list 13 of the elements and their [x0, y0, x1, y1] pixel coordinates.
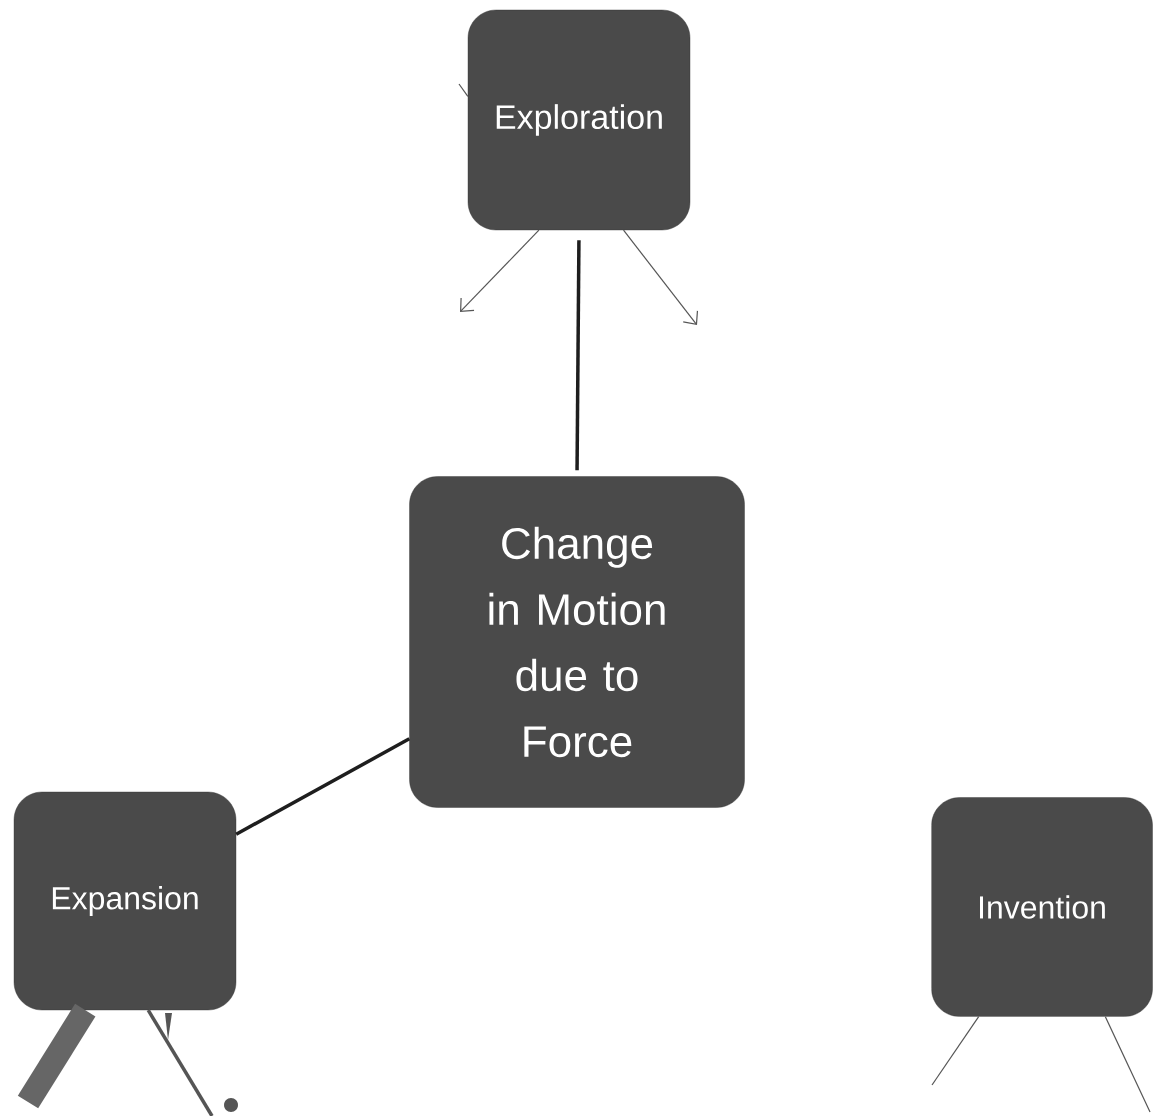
- concept-box: Invention: [931, 797, 1153, 1017]
- connector-line: [575, 240, 581, 471]
- arrow: [622, 229, 699, 325]
- connector-line: [235, 737, 411, 836]
- connector-line: [17, 1003, 96, 1109]
- connector-line: [146, 1009, 214, 1116]
- concept-box: Expansion: [13, 791, 237, 1011]
- arrow: [460, 229, 540, 312]
- connector-line: [931, 1016, 980, 1086]
- connector-line: [458, 83, 469, 97]
- connector-line: [1104, 1016, 1151, 1113]
- concept-box: Change in Motion due to Force: [409, 476, 745, 808]
- concept-box: Exploration: [467, 9, 691, 231]
